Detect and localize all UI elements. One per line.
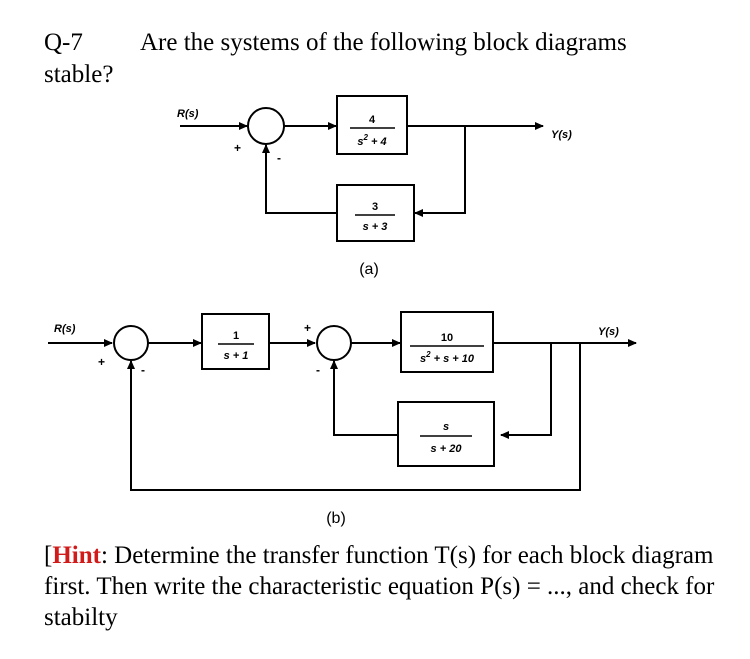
b-summing-junction-1 — [113, 325, 149, 361]
a-forward-denominator: s2 + 4 — [357, 133, 386, 148]
b-minus-sign-1: - — [141, 363, 145, 377]
b-minus-sign-2: - — [316, 363, 320, 377]
question-text: Are the systems of the following block d… — [140, 29, 627, 56]
b-feedback-numerator: s — [443, 421, 449, 433]
a-forward-block — [336, 95, 408, 155]
b-inner-feedback-pickoff — [500, 343, 552, 439]
a-caption: (a) — [359, 261, 379, 278]
b-block2-numerator: 10 — [441, 332, 453, 344]
a-feedback-pickoff — [414, 126, 466, 217]
question-text-continued: stable? — [44, 61, 114, 88]
hint-keyword: Hint — [52, 542, 101, 569]
b-feedback-block — [397, 401, 495, 467]
hint-open-bracket: [ — [44, 542, 53, 569]
b-block2 — [400, 311, 494, 373]
b-feedback-denominator: s + 20 — [431, 443, 463, 455]
a-feedback-numerator: 3 — [372, 201, 378, 213]
b-inner-feedback-return — [330, 360, 398, 436]
a-summing-junction — [247, 107, 285, 145]
b-plus-sign-1: + — [98, 355, 105, 369]
a-input-label: R(s) — [177, 108, 199, 120]
hint-paragraph: [Hint: Determine the transfer function T… — [44, 540, 734, 633]
b-plus-sign-2: + — [304, 321, 311, 335]
b-block2-denominator: s2 + s + 10 — [420, 350, 475, 365]
diagram-a — [180, 95, 544, 242]
a-feedback-return — [262, 144, 337, 214]
b-outer-feedback — [127, 343, 581, 491]
b-summing-junction-2 — [316, 325, 352, 361]
diagram-b — [48, 311, 637, 491]
a-output-label: Y(s) — [551, 129, 572, 141]
diagram-b-text: R(s) Y(s) + - + - 1 s + 1 10 s2 + s + 10… — [54, 321, 619, 527]
b-input-label: R(s) — [54, 323, 76, 335]
b-caption: (b) — [326, 510, 346, 527]
b-block1-denominator: s + 1 — [224, 350, 249, 362]
a-minus-sign: - — [277, 151, 281, 165]
question-number: Q-7 — [44, 29, 83, 56]
a-forward-numerator: 4 — [369, 114, 376, 126]
b-block1-numerator: 1 — [233, 330, 239, 342]
b-block1 — [201, 313, 270, 370]
a-plus-sign: + — [234, 141, 241, 155]
diagram-a-text: R(s) Y(s) + - 4 s2 + 4 3 s + 3 (a) — [177, 108, 572, 278]
hint-text: : Determine the transfer function T(s) f… — [44, 542, 715, 631]
b-output-label: Y(s) — [598, 326, 619, 338]
a-feedback-denominator: s + 3 — [363, 221, 388, 233]
